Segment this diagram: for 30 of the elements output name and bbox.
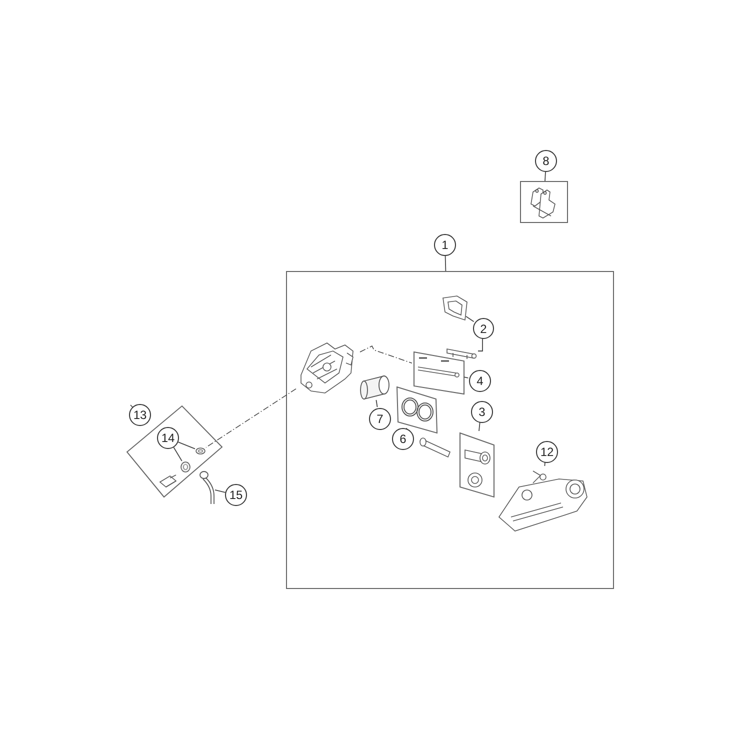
leader-line (178, 442, 196, 450)
leader-line (376, 400, 378, 408)
kit-outline (396, 386, 438, 434)
callout-number: 13 (129, 404, 151, 426)
callout-number: 12 (536, 441, 558, 463)
callout-number: 3 (471, 401, 493, 423)
leader-line (173, 446, 182, 462)
leader-line (444, 256, 446, 272)
kit-outline (520, 181, 568, 223)
leader-line (478, 338, 483, 352)
kit-outline (413, 351, 465, 395)
leader-line (214, 489, 226, 493)
callout-number: 8 (535, 150, 557, 172)
sealing-washer-drawing (180, 461, 191, 473)
brake-hose-drawing (199, 470, 215, 506)
leader-line (466, 316, 474, 322)
callout-number: 7 (369, 408, 391, 430)
sealing-washer-drawing (195, 447, 206, 455)
assembly-line (206, 388, 296, 448)
callout-number: 1 (434, 234, 456, 256)
callout-number: 2 (473, 318, 494, 339)
callout-number: 6 (392, 428, 414, 450)
assembly-line (360, 345, 412, 364)
leader-line (464, 376, 469, 378)
leader-line (544, 172, 546, 182)
callout-number: 4 (469, 370, 491, 392)
callout-number: 15 (225, 484, 247, 506)
assembly-frame (286, 271, 614, 589)
callout-number: 14 (157, 427, 179, 449)
caliper-piston-drawing (359, 373, 391, 401)
